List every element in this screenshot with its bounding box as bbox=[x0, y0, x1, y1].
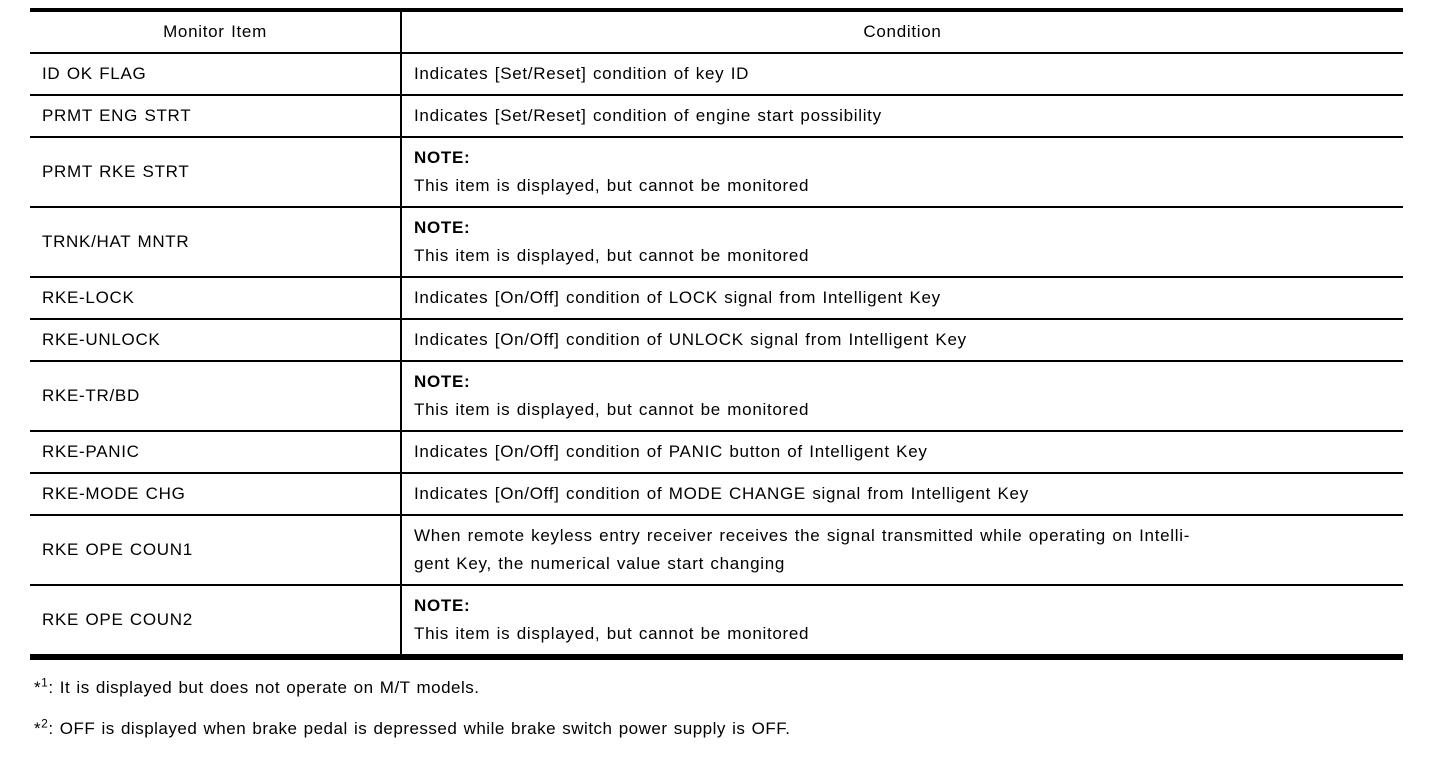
monitor-item-cell: RKE-PANIC bbox=[30, 431, 402, 474]
footnote: *1: It is displayed but does not operate… bbox=[34, 675, 480, 697]
condition-cell: Indicates [On/Off] condition of LOCK sig… bbox=[401, 277, 1403, 320]
note-label: NOTE: bbox=[414, 148, 471, 167]
condition-cell: Indicates [Set/Reset] condition of engin… bbox=[401, 95, 1403, 138]
condition-cell: NOTE:This item is displayed, but cannot … bbox=[401, 207, 1403, 278]
monitor-item-cell: ID OK FLAG bbox=[30, 53, 402, 96]
condition-cell: Indicates [On/Off] condition of MODE CHA… bbox=[401, 473, 1403, 516]
monitor-item-cell: PRMT ENG STRT bbox=[30, 95, 402, 138]
condition-cell: Indicates [On/Off] condition of UNLOCK s… bbox=[401, 319, 1403, 362]
monitor-item-cell: RKE-TR/BD bbox=[30, 361, 402, 432]
footnotes: *1: It is displayed but does not operate… bbox=[34, 675, 1440, 742]
monitor-item-cell: PRMT RKE STRT bbox=[30, 137, 402, 208]
footnote-number: 2 bbox=[41, 716, 49, 731]
condition-cell: Indicates [On/Off] condition of PANIC bu… bbox=[401, 431, 1403, 474]
note-label: NOTE: bbox=[414, 218, 471, 237]
footnote: *2: OFF is displayed when brake pedal is… bbox=[34, 716, 791, 738]
monitor-item-cell: RKE-MODE CHG bbox=[30, 473, 402, 516]
condition-cell: NOTE:This item is displayed, but cannot … bbox=[401, 585, 1403, 658]
monitor-item-cell: RKE-UNLOCK bbox=[30, 319, 402, 362]
condition-cell: Indicates [Set/Reset] condition of key I… bbox=[401, 53, 1403, 96]
condition-cell: When remote keyless entry receiver recei… bbox=[401, 515, 1403, 586]
footnote-number: 1 bbox=[41, 675, 49, 690]
note-label: NOTE: bbox=[414, 596, 471, 615]
note-label: NOTE: bbox=[414, 372, 471, 391]
table-header-row: Monitor Item Condition bbox=[30, 10, 1403, 54]
monitor-item-cell: RKE-LOCK bbox=[30, 277, 402, 320]
monitor-item-header: Monitor Item bbox=[30, 10, 402, 54]
monitor-item-cell: TRNK/HAT MNTR bbox=[30, 207, 402, 278]
monitor-item-cell: RKE OPE COUN1 bbox=[30, 515, 402, 586]
monitor-item-cell: RKE OPE COUN2 bbox=[30, 585, 402, 658]
condition-header: Condition bbox=[401, 10, 1403, 54]
condition-cell: NOTE:This item is displayed, but cannot … bbox=[401, 137, 1403, 208]
condition-cell: NOTE:This item is displayed, but cannot … bbox=[401, 361, 1403, 432]
